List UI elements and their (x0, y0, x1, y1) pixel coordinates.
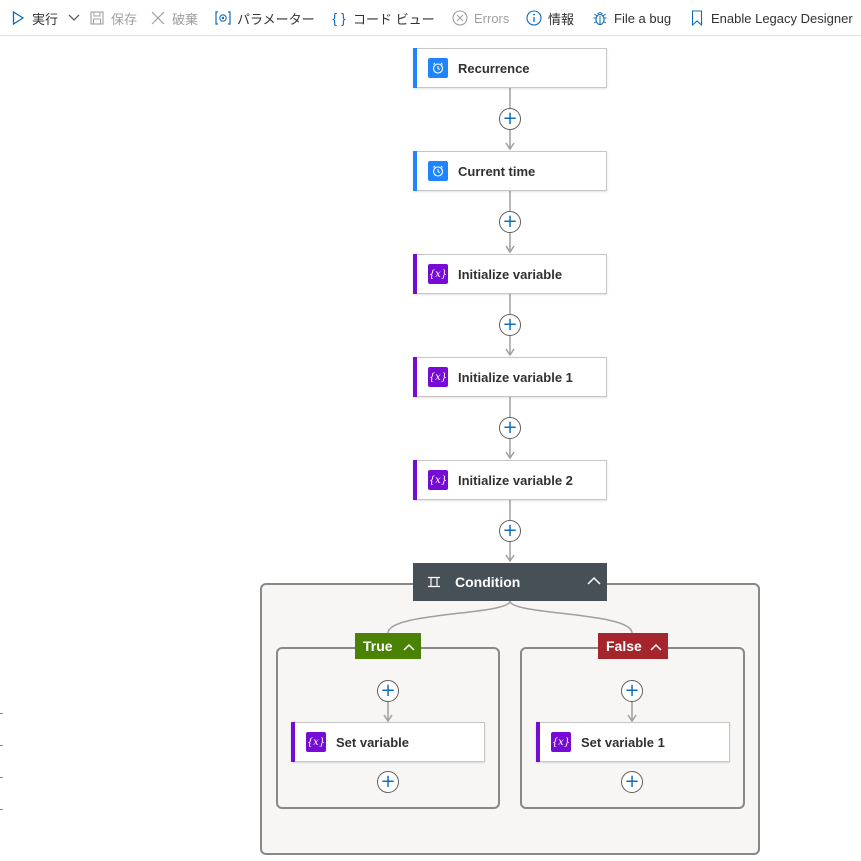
action-card-set-variable[interactable]: {x} Set variable (291, 722, 485, 762)
add-step-button[interactable]: + (499, 211, 521, 233)
false-branch-label: False (606, 638, 642, 654)
action-title: Initialize variable (458, 266, 563, 282)
chevron-up-icon[interactable] (650, 639, 662, 655)
parameters-icon (215, 10, 231, 26)
clock-icon (428, 161, 448, 181)
card-accent (413, 151, 417, 191)
plus-icon: + (624, 679, 640, 701)
info-label: 情報 (548, 11, 575, 27)
parameters-label: パラメーター (237, 11, 315, 27)
card-accent (536, 722, 540, 762)
false-branch-header[interactable]: False (598, 633, 668, 659)
card-accent (413, 357, 417, 397)
action-title: Recurrence (458, 60, 530, 76)
run-button[interactable]: 実行 (10, 0, 82, 36)
card-accent (413, 48, 417, 88)
add-step-button[interactable]: + (621, 680, 643, 702)
info-icon (526, 10, 542, 26)
action-title: Set variable (336, 734, 409, 750)
clock-icon (428, 58, 448, 78)
condition-icon (427, 576, 441, 588)
plus-icon: + (502, 519, 518, 541)
action-card-recurrence[interactable]: Recurrence (413, 48, 607, 88)
action-card-current-time[interactable]: Current time (413, 151, 607, 191)
run-label: 実行 (32, 11, 59, 27)
action-card-initialize-variable[interactable]: {x} Initialize variable (413, 254, 607, 294)
true-branch-label: True (363, 638, 393, 654)
legacy-designer-button[interactable]: Enable Legacy Designer (689, 0, 853, 36)
play-icon (10, 10, 26, 26)
errors-button[interactable]: Errors (452, 0, 509, 36)
scrollbar-tick (0, 809, 3, 810)
action-title: Initialize variable 2 (458, 472, 573, 488)
card-accent (413, 254, 417, 294)
info-button[interactable]: 情報 (526, 0, 574, 36)
save-button[interactable]: 保存 (89, 0, 137, 36)
action-title: Initialize variable 1 (458, 369, 573, 385)
condition-title: Condition (455, 574, 521, 590)
plus-icon: + (502, 313, 518, 335)
scrollbar-tick (0, 777, 3, 778)
designer-toolbar: 実行 保存 破棄 パラメーター { } コード ビュー Errors (0, 0, 861, 36)
variable-icon: {x} (428, 470, 448, 490)
action-title: Set variable 1 (581, 734, 665, 750)
discard-label: 破棄 (172, 11, 199, 27)
add-step-button[interactable]: + (377, 771, 399, 793)
save-icon (89, 10, 105, 26)
braces-icon: { } (332, 10, 346, 26)
code-view-button[interactable]: { } コード ビュー (331, 0, 435, 36)
errors-label: Errors (474, 10, 510, 26)
discard-button[interactable]: 破棄 (150, 0, 198, 36)
plus-icon: + (502, 416, 518, 438)
plus-icon: + (380, 679, 396, 701)
action-card-set-variable-1[interactable]: {x} Set variable 1 (536, 722, 730, 762)
action-card-initialize-variable-2[interactable]: {x} Initialize variable 2 (413, 460, 607, 500)
add-step-button[interactable]: + (499, 417, 521, 439)
bug-icon (592, 10, 608, 26)
code-view-label: コード ビュー (353, 11, 435, 27)
action-card-initialize-variable-1[interactable]: {x} Initialize variable 1 (413, 357, 607, 397)
file-bug-label: File a bug (614, 10, 672, 26)
add-step-button[interactable]: + (499, 520, 521, 542)
scrollbar-tick (0, 713, 3, 714)
condition-card[interactable]: Condition (413, 563, 607, 601)
legacy-designer-label: Enable Legacy Designer (711, 10, 853, 26)
variable-icon: {x} (428, 264, 448, 284)
action-title: Current time (458, 163, 536, 179)
variable-icon: {x} (428, 367, 448, 387)
bookmark-icon (689, 10, 705, 26)
variable-icon: {x} (306, 732, 326, 752)
parameters-button[interactable]: パラメーター (215, 0, 315, 36)
true-branch-header[interactable]: True (355, 633, 421, 659)
plus-icon: + (502, 210, 518, 232)
add-step-button[interactable]: + (499, 108, 521, 130)
close-icon (150, 10, 166, 26)
plus-icon: + (502, 107, 518, 129)
chevron-up-icon[interactable] (587, 573, 601, 589)
chevron-down-icon[interactable] (66, 10, 82, 26)
save-label: 保存 (111, 11, 138, 27)
file-bug-button[interactable]: File a bug (592, 0, 671, 36)
card-accent (413, 460, 417, 500)
add-step-button[interactable]: + (621, 771, 643, 793)
add-step-button[interactable]: + (377, 680, 399, 702)
chevron-up-icon[interactable] (403, 639, 415, 655)
variable-icon: {x} (551, 732, 571, 752)
plus-icon: + (380, 770, 396, 792)
add-step-button[interactable]: + (499, 314, 521, 336)
error-icon (452, 10, 468, 26)
plus-icon: + (624, 770, 640, 792)
scrollbar-tick (0, 745, 3, 746)
card-accent (291, 722, 295, 762)
